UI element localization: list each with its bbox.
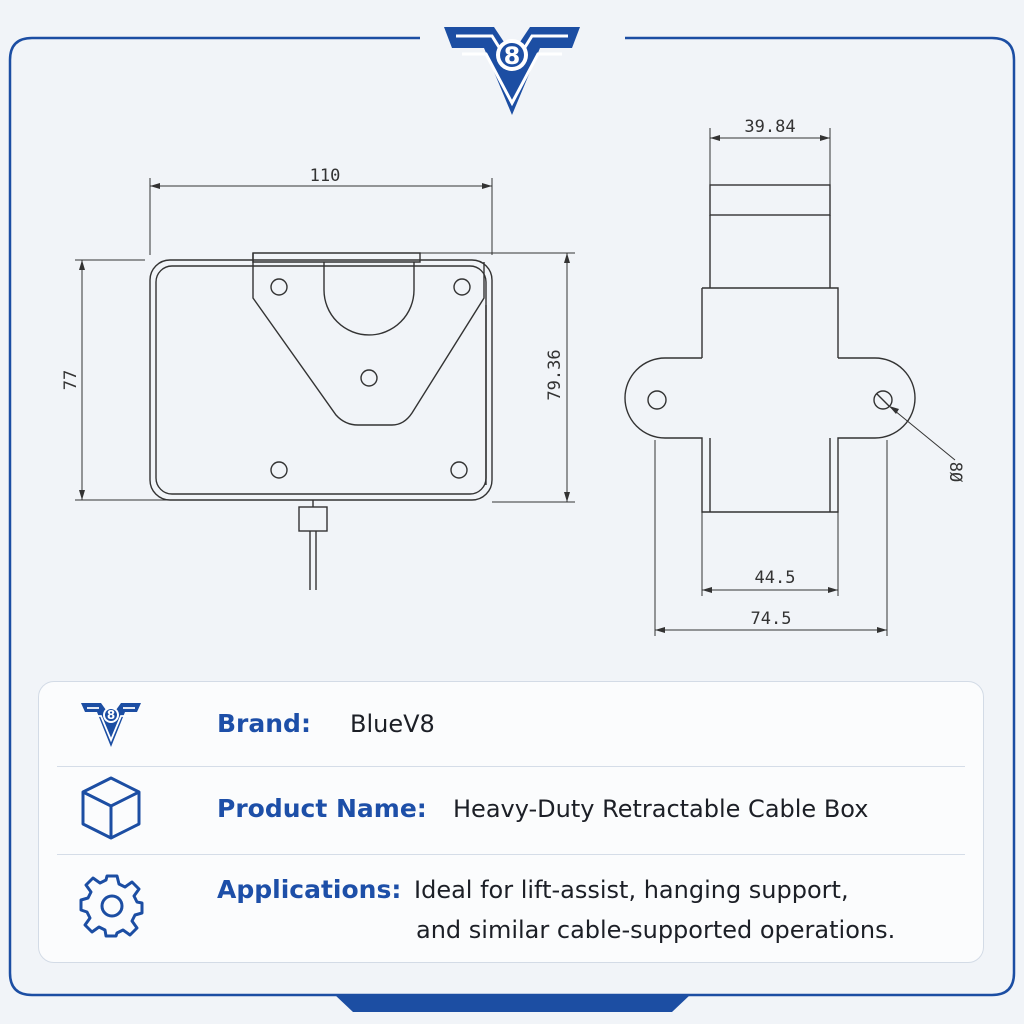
- brand-row: 8 Brand: BlueV8: [39, 682, 983, 766]
- dim-height-left: 77: [61, 370, 81, 390]
- gear-icon: [79, 874, 144, 938]
- applications-row: Applications: Ideal for lift-assist, han…: [39, 855, 983, 961]
- dim-height-right: 79.36: [545, 349, 565, 400]
- bottom-tab: [335, 995, 690, 1012]
- divider: [57, 854, 965, 855]
- technical-drawing: 110 77 79.36 39.84 8Ø 44.5 74.5: [61, 117, 965, 636]
- v8-logo: 8: [444, 27, 580, 115]
- brand-label: Brand:: [217, 709, 311, 738]
- cube-icon: [81, 776, 141, 840]
- dim-top-width: 39.84: [744, 117, 795, 137]
- dim-width-top: 110: [310, 166, 341, 186]
- dim-overall-width: 74.5: [751, 609, 792, 629]
- applications-label: Applications:: [217, 875, 402, 904]
- product-row: Product Name: Heavy-Duty Retractable Cab…: [39, 767, 983, 853]
- product-info-panel: 8 Brand: BlueV8 Product Name: Heavy-Duty…: [38, 681, 984, 963]
- svg-text:8: 8: [107, 708, 115, 722]
- divider: [57, 766, 965, 767]
- applications-line1: Ideal for lift-assist, hanging support,: [414, 876, 849, 904]
- v8-logo-icon: 8: [81, 703, 141, 747]
- dim-inner-width: 44.5: [755, 568, 796, 588]
- svg-text:8: 8: [504, 42, 521, 70]
- side-view: [624, 184, 916, 513]
- front-view: [149, 252, 493, 590]
- dim-hole-diameter: 8Ø: [945, 462, 965, 482]
- applications-line2: and similar cable-supported operations.: [416, 916, 896, 944]
- product-value: Heavy-Duty Retractable Cable Box: [453, 795, 869, 823]
- brand-value: BlueV8: [350, 710, 435, 738]
- product-label: Product Name:: [217, 794, 427, 823]
